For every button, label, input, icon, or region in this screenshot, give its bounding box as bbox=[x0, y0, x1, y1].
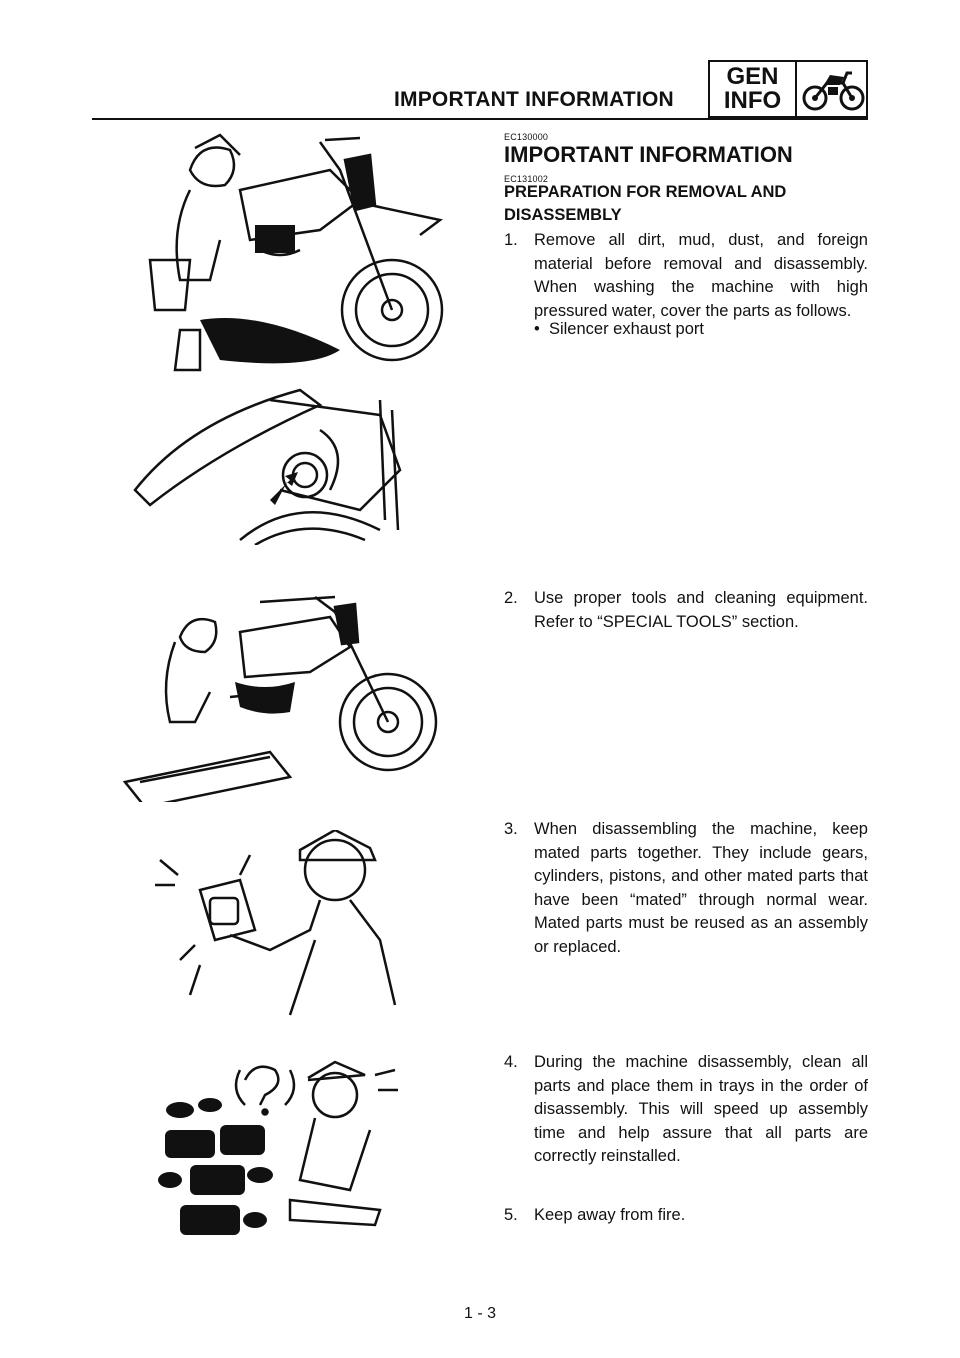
step-number: 3. bbox=[504, 820, 518, 838]
step-1: 1. Remove all dirt, mud, dust, and forei… bbox=[504, 229, 868, 323]
subsection-title: PREPARATION FOR REMOVAL AND DISASSEMBLY bbox=[504, 183, 787, 224]
step-number: 5. bbox=[504, 1206, 518, 1224]
step-5: 5. Keep away from fire. bbox=[504, 1204, 868, 1228]
step-text: When disassembling the machine, keep mat… bbox=[534, 820, 868, 956]
header-rule bbox=[92, 118, 868, 120]
illustration-mechanic-tools bbox=[120, 582, 450, 802]
illustration-mated-parts bbox=[150, 830, 410, 1030]
step-3: 3. When disassembling the machine, keep … bbox=[504, 818, 868, 959]
step-text: Use proper tools and cleaning equipment.… bbox=[534, 589, 868, 631]
motorcycle-icon bbox=[800, 65, 866, 115]
step-text: Keep away from fire. bbox=[534, 1206, 686, 1224]
bullet-item: • Silencer exhaust port bbox=[534, 320, 704, 338]
section-title: IMPORTANT INFORMATION bbox=[504, 142, 793, 167]
step-number: 2. bbox=[504, 589, 518, 607]
section-code: EC130000 bbox=[504, 132, 549, 142]
section-tag-label: GEN INFO bbox=[710, 62, 797, 116]
page-number: 1 - 3 bbox=[463, 1305, 496, 1322]
step-number: 1. bbox=[504, 231, 518, 249]
subsection-code: EC131002 bbox=[504, 174, 549, 184]
section-tag: GEN INFO bbox=[708, 60, 868, 118]
step-2: 2. Use proper tools and cleaning equipme… bbox=[504, 587, 868, 634]
step-text: Remove all dirt, mud, dust, and foreign … bbox=[534, 231, 868, 320]
illustration-silencer-exhaust-port bbox=[130, 380, 420, 545]
step-number: 4. bbox=[504, 1053, 518, 1071]
illustration-washing-motorcycle bbox=[120, 130, 450, 375]
illustration-organized-parts bbox=[150, 1060, 400, 1245]
step-text: During the machine disassembly, clean al… bbox=[534, 1053, 868, 1165]
header-title: IMPORTANT INFORMATION bbox=[394, 88, 674, 111]
step-4: 4. During the machine disassembly, clean… bbox=[504, 1051, 868, 1169]
bullet-dot: • bbox=[534, 320, 549, 338]
